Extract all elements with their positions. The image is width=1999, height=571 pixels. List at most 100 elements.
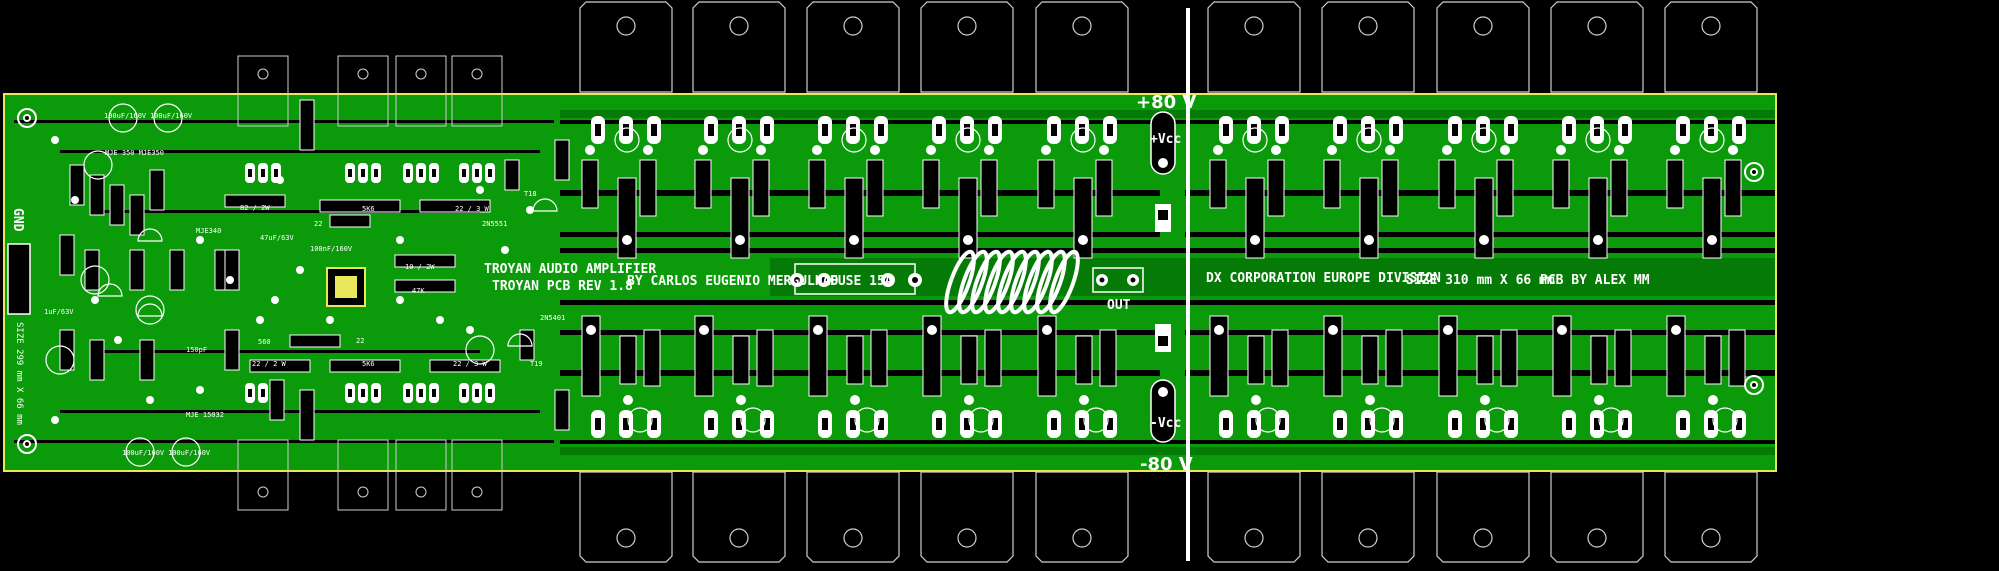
neg-rail-band xyxy=(560,447,1775,455)
gnd-label: GND xyxy=(10,208,25,232)
small-resistor xyxy=(554,389,570,431)
fuse-area xyxy=(790,263,922,295)
power-transistor-top xyxy=(920,1,1014,144)
output-cell-bottom xyxy=(694,315,774,433)
label-cap100u-bot-1: 100uF/160V xyxy=(122,449,165,457)
label-r22-3w-bottom: 22 / 3 W xyxy=(453,360,488,368)
electrolytic-capacitor xyxy=(80,265,110,295)
power-transistor-top xyxy=(692,1,786,144)
via-pad xyxy=(256,316,264,324)
label-c1u: 1uF/63V xyxy=(44,308,74,316)
label-r5k6-top: 5K6 xyxy=(362,205,375,213)
label-r22-bottom: 22 xyxy=(356,337,364,345)
driver-transistors-bottom xyxy=(237,383,503,511)
power-transistor-top xyxy=(1207,1,1301,144)
rail-pos-label: +80 V xyxy=(1136,92,1196,113)
electrolytic-capacitor xyxy=(171,437,201,467)
board-title: TROYAN AUDIO AMPLIFIER xyxy=(484,262,656,277)
small-resistor xyxy=(129,249,145,291)
power-transistor-top xyxy=(1436,1,1530,144)
label-t18: T18 xyxy=(524,190,537,198)
power-transistor-bottom xyxy=(1207,410,1301,563)
small-resistor xyxy=(59,234,75,276)
output-cell-bottom xyxy=(1209,315,1289,433)
small-resistor xyxy=(224,329,240,371)
small-resistor xyxy=(394,279,456,293)
electrolytic-capacitor xyxy=(465,335,495,365)
output-cell-bottom xyxy=(581,315,661,433)
board-revision: TROYAN PCB REV 1.8 xyxy=(492,279,633,294)
output-cell-bottom xyxy=(1552,315,1632,433)
via-pad xyxy=(196,386,204,394)
gnd-pad xyxy=(7,243,31,315)
label-r5k6-bottom: 5K6 xyxy=(362,360,375,368)
vcc-neg-terminal xyxy=(1150,379,1176,443)
small-transistor xyxy=(137,228,163,242)
small-resistor xyxy=(169,249,185,291)
power-transistor-top xyxy=(579,1,673,144)
small-resistor xyxy=(519,329,535,361)
via-pad xyxy=(51,416,59,424)
output-cell-bottom xyxy=(922,315,1002,433)
label-r47k: 47K xyxy=(412,287,425,295)
small-resistor xyxy=(289,334,341,348)
small-resistor xyxy=(59,329,75,371)
size-right-label: SIZE 310 mm X 66 mm xyxy=(1406,273,1555,288)
vcc-pos-label: +Vcc xyxy=(1150,132,1181,147)
small-transistor xyxy=(137,303,163,317)
driver-transistor-top xyxy=(237,55,289,183)
small-resistor xyxy=(129,194,145,236)
small-resistor xyxy=(394,254,456,268)
via-pad xyxy=(501,246,509,254)
output-cell-bottom xyxy=(1438,315,1518,433)
small-resistor xyxy=(269,379,285,421)
driver-transistors-top xyxy=(237,55,503,183)
driver-transistor-bottom xyxy=(395,383,447,511)
electrolytic-capacitor xyxy=(45,345,75,375)
output-stage-components xyxy=(581,127,1746,433)
label-mje350: MJE 350 MJE350 xyxy=(105,149,164,157)
small-resistor xyxy=(299,99,315,151)
signal-stage-components xyxy=(45,99,570,467)
vcc-neg-label: -Vcc xyxy=(1150,416,1181,431)
label-cap100u-bot-2: 100uF/160V xyxy=(168,449,211,457)
out-label: OUT xyxy=(1107,298,1131,313)
via-pad xyxy=(71,196,79,204)
label-cap100u-top-1: 100uF/160V xyxy=(104,112,147,120)
via-pad xyxy=(396,236,404,244)
small-resistor xyxy=(319,199,401,213)
power-transistor-top xyxy=(806,1,900,144)
power-transistor-bottom xyxy=(579,410,673,563)
driver-transistor-top xyxy=(337,55,389,183)
output-cell-bottom xyxy=(1323,315,1403,433)
output-cell-top xyxy=(1438,127,1514,259)
mount-hole-bottom-left xyxy=(17,434,37,454)
output-cell-top xyxy=(1209,127,1285,259)
small-resistor xyxy=(109,184,125,226)
pcb-by-label: PCB BY ALEX MM xyxy=(1540,273,1650,288)
power-transistor-top xyxy=(1550,1,1644,144)
via-pad xyxy=(526,206,534,214)
label-r22-2w: 22 / 2 W xyxy=(252,360,287,368)
label-2n5401: 2N5401 xyxy=(540,314,565,322)
label-c47u: 47uF/63V xyxy=(260,234,295,242)
output-cell-bottom xyxy=(1666,315,1746,433)
bottom-power-transistors xyxy=(579,410,1758,563)
output-cell-top xyxy=(694,127,770,259)
mount-hole-top-left xyxy=(17,108,37,128)
label-r560: 560 xyxy=(258,338,271,346)
label-r82: 82 / 2W xyxy=(240,204,270,212)
board-author: BY CARLOS EUGENIO MERGULHAO xyxy=(627,274,838,289)
small-resistor xyxy=(69,164,85,206)
driver-transistor-top xyxy=(395,55,447,183)
small-resistor xyxy=(329,359,401,373)
power-transistor-top xyxy=(1664,1,1758,144)
driver-transistor-bottom xyxy=(337,383,389,511)
via-pad xyxy=(476,186,484,194)
via-pad xyxy=(196,236,204,244)
label-c150p: 150pF xyxy=(186,346,207,354)
label-cap100n: 100nF/160V xyxy=(310,245,353,253)
output-cell-top xyxy=(1323,127,1399,259)
power-transistor-bottom xyxy=(1321,410,1415,563)
